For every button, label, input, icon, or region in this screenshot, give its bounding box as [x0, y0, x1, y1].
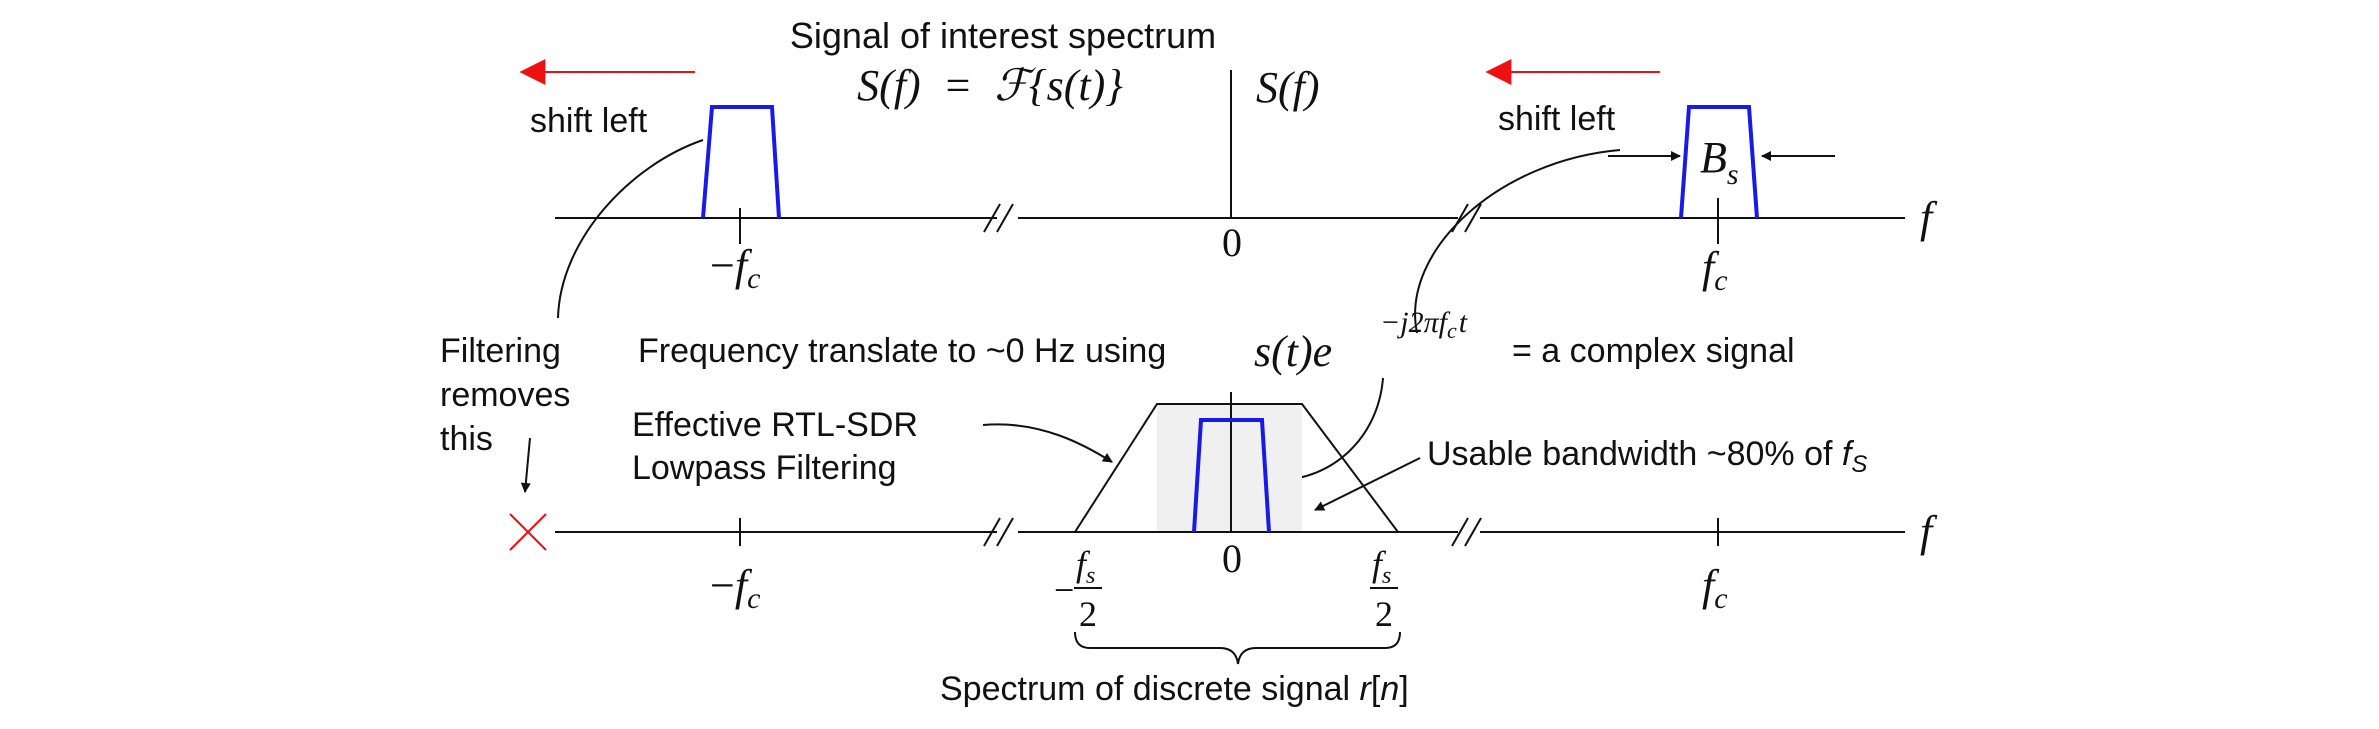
bottom-axis-break-left — [983, 517, 1014, 547]
leader-shift — [1414, 149, 1621, 334]
top-axis-break-left — [983, 203, 1014, 233]
removed-marker-x — [509, 513, 547, 551]
leader-removes — [520, 437, 531, 493]
leader-rtl — [982, 423, 1113, 463]
fs-numerator: fs — [1372, 544, 1391, 589]
top-fc-label: fc — [1702, 243, 1728, 297]
translate-text: Frequency translate to ~0 Hz using — [638, 332, 1166, 370]
top-axis-marker-label: S(f) — [1256, 63, 1320, 112]
top-axis-f: f — [1920, 193, 1938, 242]
bottom-spectrum: 0 f −fc fc − fs 2 fs 2 Spectrum of discr… — [509, 392, 1938, 708]
translate-exponent: −j2πfct — [1380, 306, 1468, 343]
bottom-axis-break-right — [1451, 517, 1482, 547]
neg-fs-half-label: − fs 2 — [1054, 544, 1102, 634]
top-spectrum: Signal of interest spectrum S(f) = ℱ{s(t… — [519, 15, 1938, 297]
bottom-fc-label: fc — [1702, 561, 1728, 615]
usable-band-shading — [1157, 404, 1302, 532]
leader-usable — [1314, 457, 1421, 511]
top-zero-label: 0 — [1222, 220, 1242, 265]
shift-left-label-2: shift left — [1498, 100, 1616, 138]
filtering-line-1: Filtering — [440, 332, 561, 370]
usable-bandwidth-text: Usable bandwidth ~80% of fS — [1427, 435, 1867, 478]
filtering-line-3: this — [440, 420, 493, 458]
bottom-zero-label: 0 — [1222, 536, 1242, 581]
leader-filtering — [557, 139, 704, 319]
bandwidth-label: Bs — [1700, 133, 1739, 191]
spectrum-brace — [1074, 631, 1401, 665]
shift-left-label-1: shift left — [530, 102, 648, 140]
top-neg-fc-label: −fc — [710, 241, 760, 295]
bottom-band-baseband — [1192, 418, 1271, 533]
top-band-positive — [1679, 105, 1759, 219]
lowpass-filter-shape — [1074, 403, 1399, 533]
fs-denominator: 2 — [1375, 594, 1393, 634]
complex-signal-text: = a complex signal — [1512, 332, 1795, 370]
neg-fs-minus: − — [1054, 570, 1074, 610]
middle-annotations: Filtering removes this Frequency transla… — [440, 139, 1867, 511]
rtl-sdr-line-1: Effective RTL-SDR — [632, 406, 918, 444]
top-heading: Signal of interest spectrum — [790, 15, 1216, 56]
filtering-line-2: removes — [440, 376, 570, 414]
fs-half-label: fs 2 — [1370, 544, 1398, 634]
discrete-spectrum-caption: Spectrum of discrete signal r[n] — [940, 670, 1409, 708]
neg-fs-denominator: 2 — [1079, 594, 1097, 634]
neg-fs-numerator: fs — [1076, 544, 1095, 589]
top-formula: S(f) = ℱ{s(t)} — [857, 61, 1123, 110]
bottom-axis-f: f — [1920, 507, 1938, 556]
top-band-negative — [701, 105, 781, 219]
rtl-sdr-line-2: Lowpass Filtering — [632, 449, 897, 487]
bottom-neg-fc-label: −fc — [710, 561, 760, 615]
translate-expression: s(t)e — [1254, 327, 1332, 376]
